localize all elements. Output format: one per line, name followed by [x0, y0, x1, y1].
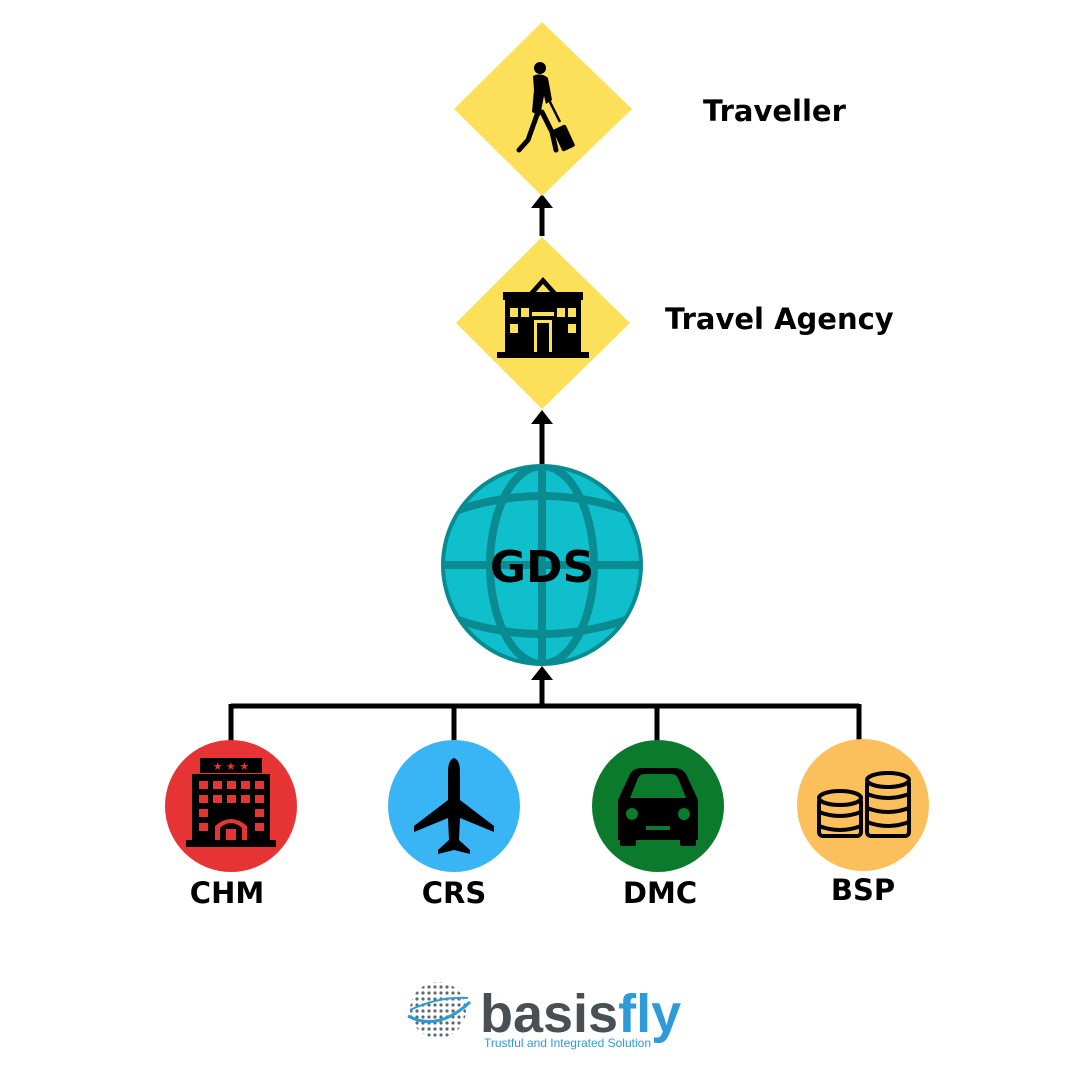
agency-building-icon	[497, 277, 589, 358]
basisfly-logo: basisfly Trustful and Integrated Solutio…	[407, 982, 681, 1050]
car-icon	[618, 768, 698, 846]
dmc-label: DMC	[623, 876, 697, 910]
gds-label: GDS	[490, 542, 594, 593]
travel-agency-label: Travel Agency	[665, 302, 894, 336]
logo-name-part2: fly	[618, 984, 681, 1044]
gds-node: GDS	[441, 464, 643, 666]
crs-label: CRS	[422, 876, 487, 910]
travel-agency-node: Travel Agency	[456, 237, 894, 409]
connectors	[228, 206, 862, 742]
bsp-label: BSP	[831, 873, 895, 907]
chm-label: CHM	[190, 876, 264, 910]
arrowhead-gds	[531, 666, 553, 680]
logo-tagline: Trustful and Integrated Solution	[484, 1036, 651, 1050]
arrowhead-traveller	[531, 194, 553, 208]
coins-icon	[817, 771, 911, 838]
walking-traveller-icon	[516, 62, 575, 153]
source-crs: CRS	[388, 740, 520, 910]
source-chm: ★ ★ ★ CHM	[165, 740, 297, 910]
dotted-globe-logo-icon	[407, 982, 472, 1038]
logo-wordmark: basisfly	[480, 984, 681, 1044]
arrowhead-agency	[531, 410, 553, 424]
svg-text:★ ★ ★: ★ ★ ★	[213, 760, 250, 773]
traveller-label: Traveller	[703, 94, 847, 128]
traveller-diamond	[454, 22, 632, 196]
source-dmc: DMC	[592, 740, 724, 910]
globe-icon	[441, 464, 643, 666]
airplane-icon	[414, 758, 494, 854]
logo-name-part1: basis	[480, 984, 618, 1044]
traveller-node: Traveller	[454, 22, 847, 196]
source-bsp: BSP	[797, 739, 929, 907]
